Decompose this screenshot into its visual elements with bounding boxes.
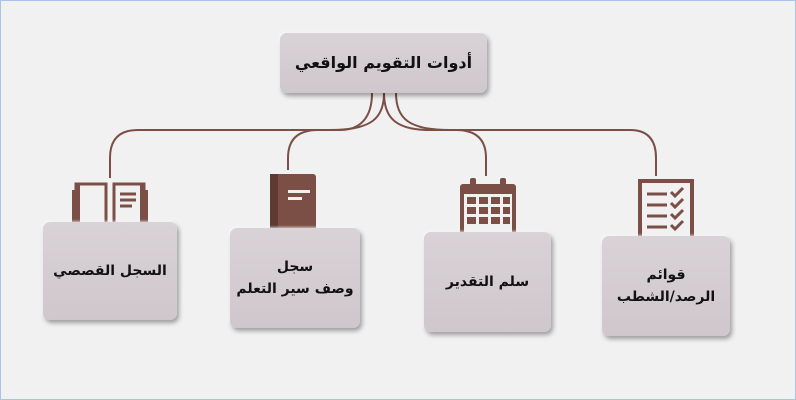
node-label-line-1: سجل bbox=[276, 259, 314, 275]
node-learning-log: سجل وصف سير التعلم bbox=[230, 228, 360, 328]
connector-to-anecdotal-record bbox=[109, 92, 373, 178]
connector-to-checklists bbox=[395, 92, 657, 176]
node-rating-scale: سلم التقدير bbox=[424, 232, 551, 332]
node-label: السجل القصصي bbox=[53, 263, 167, 279]
calendar-grid-icon bbox=[460, 178, 516, 236]
node-label-line-2: الرصد/الشطب bbox=[616, 289, 716, 305]
root-label: أدوات التقويم الواقعي bbox=[294, 53, 473, 72]
node-label-line-2: وصف سير التعلم bbox=[236, 281, 354, 297]
closed-book-icon bbox=[270, 174, 316, 232]
node-label: سلم التقدير bbox=[445, 274, 530, 290]
node-checklists: قوائم الرصد/الشطب bbox=[602, 236, 730, 336]
node-label-line-1: قوائم bbox=[646, 267, 686, 283]
node-anecdotal-record: السجل القصصي bbox=[43, 222, 177, 320]
root-node: أدوات التقويم الواقعي bbox=[280, 33, 487, 93]
connector-to-rating-scale bbox=[383, 92, 487, 176]
connector-to-learning-log bbox=[287, 92, 385, 170]
